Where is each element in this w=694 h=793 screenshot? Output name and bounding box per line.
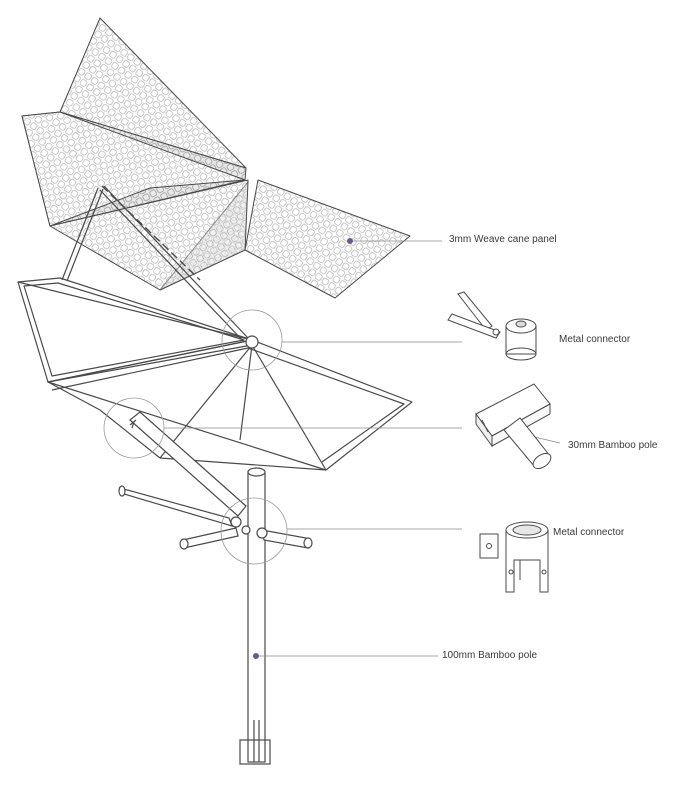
label-weave-cane-panel: 3mm Weave cane panel — [449, 234, 557, 245]
panel-left — [21, 111, 246, 227]
detail-top-connector — [447, 291, 537, 361]
panel-rib-dashed — [101, 185, 201, 281]
panel-right — [244, 179, 411, 299]
weave-cane-panels — [21, 17, 411, 299]
main-pole — [239, 467, 271, 765]
panel-marker-dot — [347, 238, 353, 244]
label-top-metal-connector: Metal connector — [559, 334, 631, 345]
frame-hub — [245, 335, 259, 349]
label-30mm-bamboo-pole: 30mm Bamboo pole — [568, 440, 658, 451]
frame — [17, 185, 413, 471]
label-base-metal-connector: Metal connector — [553, 527, 625, 538]
leader-lines — [164, 240, 561, 657]
base-arms — [118, 485, 313, 550]
pole-marker-dot — [253, 653, 259, 659]
detail-base-connector — [479, 521, 549, 593]
support-pole — [129, 411, 247, 517]
detail-small-pole — [475, 383, 552, 470]
label-100mm-bamboo-pole: 100mm Bamboo pole — [442, 650, 538, 661]
